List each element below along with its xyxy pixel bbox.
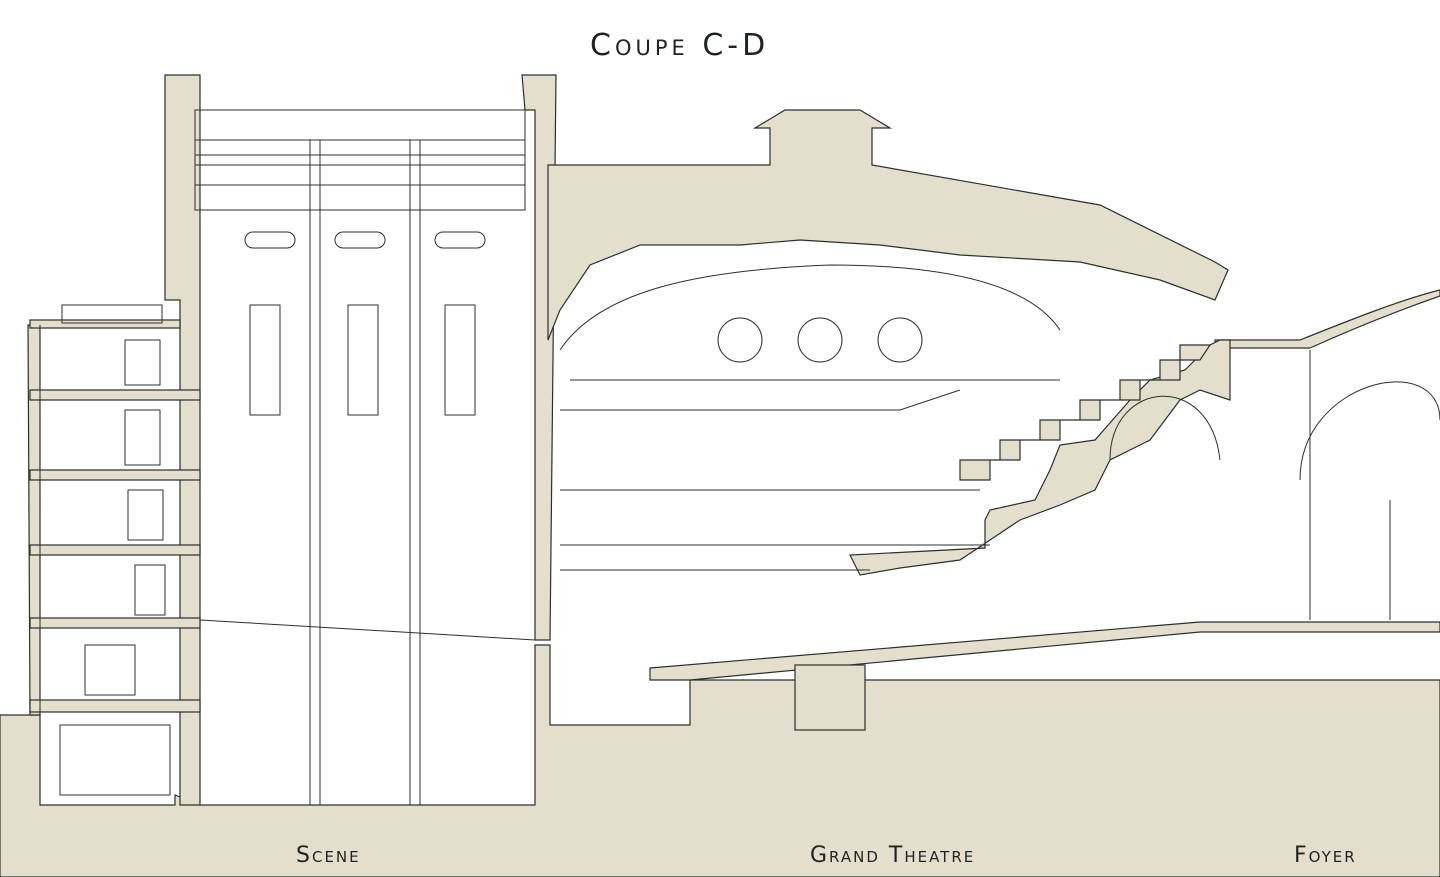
label-scene: Scene bbox=[296, 843, 361, 868]
label-grand-theatre: Grand Theatre bbox=[810, 843, 976, 868]
stage-tower-right-wall bbox=[521, 74, 557, 641]
foyer-roof bbox=[1214, 289, 1440, 349]
side-building bbox=[27, 324, 41, 716]
label-foyer: Foyer bbox=[1294, 843, 1357, 868]
stepped-gallery bbox=[959, 344, 1212, 481]
drawing-title: Coupe C-D bbox=[590, 28, 770, 63]
auditorium-roof bbox=[547, 109, 1229, 341]
stalls-floor bbox=[649, 621, 1440, 681]
ground bbox=[0, 644, 1440, 877]
